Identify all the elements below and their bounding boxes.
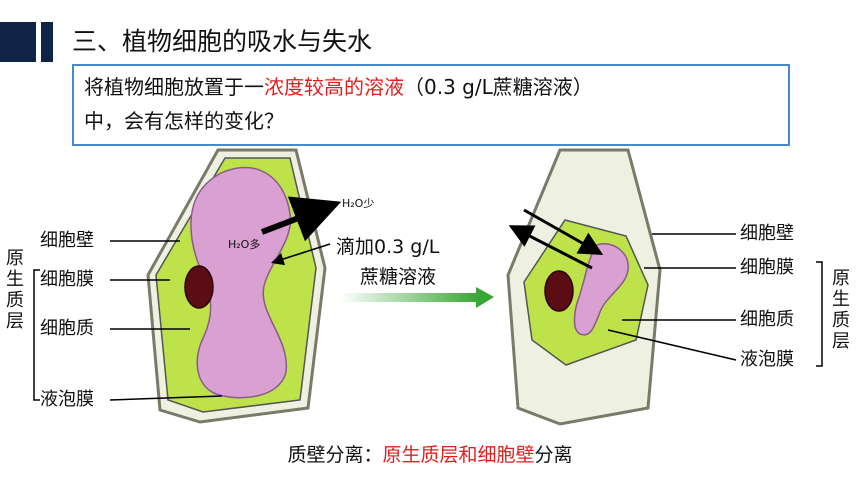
caption-highlight: 原生质层和细胞壁: [382, 444, 535, 466]
water-in-arrow: [270, 243, 331, 266]
water-out-arrow: [260, 196, 342, 242]
left-label-vacuole-membrane: 液泡膜: [40, 389, 94, 410]
left-nucleus: [184, 265, 214, 309]
caption-post: 分离: [534, 444, 573, 466]
caption: 质壁分离：原生质层和细胞壁分离: [0, 440, 860, 467]
right-label-vacuole-membrane: 液泡膜: [740, 349, 794, 370]
right-water-arrow-2: [508, 225, 593, 270]
left-bracket: [33, 269, 40, 401]
header-bar-block: [0, 22, 36, 62]
water-out-label: H₂O少: [342, 197, 375, 210]
question-text-post: （0.3 g/L蔗糖溶液）: [404, 75, 593, 99]
page-title: 三、植物细胞的吸水与失水: [72, 27, 373, 56]
right-water-arrow-1: [523, 208, 604, 255]
right-bracket: [816, 261, 823, 367]
left-bracket-label: 原生质层: [6, 248, 24, 332]
treatment-line-1: 滴加0.3 g/L: [336, 236, 440, 258]
question-highlight: 浓度较高的溶液: [264, 75, 404, 99]
question-line-1: 将植物细胞放置于一浓度较高的溶液（0.3 g/L蔗糖溶液）: [84, 70, 778, 104]
process-arrow-body: [340, 293, 478, 302]
left-leader-vacuole-membrane: [109, 395, 223, 401]
right-leader-vacuole-membrane: [607, 329, 737, 361]
right-label-cytoplasm: 细胞质: [740, 309, 794, 330]
left-label-cell-wall: 细胞壁: [40, 230, 94, 251]
right-nucleus: [544, 270, 574, 312]
left-label-cytoplasm: 细胞质: [40, 318, 94, 339]
left-label-cell-membrane: 细胞膜: [40, 269, 94, 290]
right-label-cell-membrane: 细胞膜: [740, 257, 794, 278]
right-bracket-label: 原生质层: [832, 268, 850, 352]
question-text-pre: 将植物细胞放置于一: [84, 75, 264, 99]
caption-pre: 质壁分离：: [287, 444, 383, 466]
right-cell: [506, 148, 662, 426]
right-label-cell-wall: 细胞壁: [740, 223, 794, 244]
question-line-2: 中，会有怎样的变化？: [84, 109, 284, 133]
header-bar-stripe: [41, 22, 53, 62]
left-cell: [146, 148, 327, 424]
question-box: 将植物细胞放置于一浓度较高的溶液（0.3 g/L蔗糖溶液） 中，会有怎样的变化？: [72, 64, 790, 146]
water-in-label: H₂O多: [228, 238, 261, 251]
treatment-line-2: 蔗糖溶液: [360, 266, 437, 288]
process-arrow-head: [476, 287, 494, 308]
